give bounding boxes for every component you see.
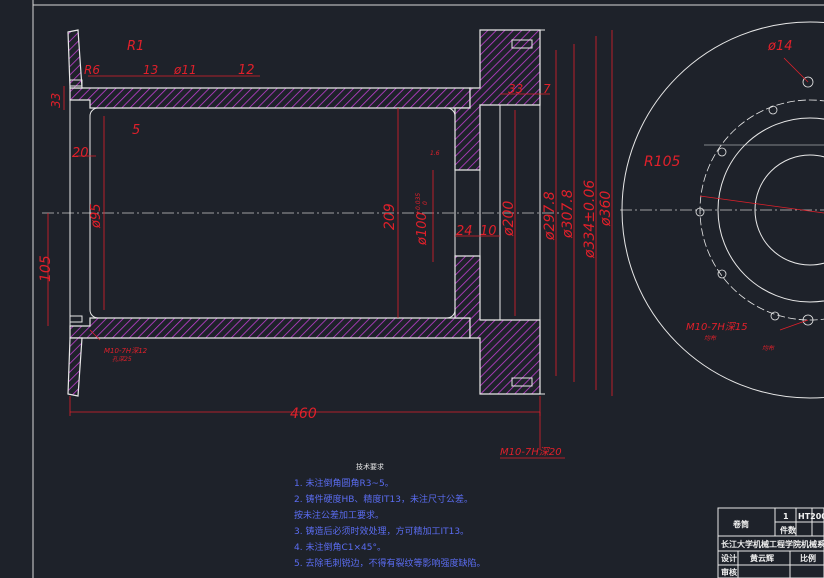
dim-20: 20 [72,146,89,161]
title-block: 卷筒 1 HT200 件数 长江大学机械工程学院机械系 设计 黄云辉 比例 审核 [717,507,824,578]
end-view: ø14 R105 M10-7H深15 均布 均布 [621,21,824,399]
checker-label: 审核 [721,567,737,577]
part-name: 卷筒 [732,519,749,529]
part-qty: 1 [783,512,789,521]
left-flange-top [67,29,83,89]
thread-right-sublabel: 均布 [704,334,717,342]
bottom-wall [69,317,471,339]
dim-33-right: 33 [508,82,523,96]
dim-phi100: ø100 [415,212,430,246]
part-material: HT200 [798,512,824,521]
thread-bottom-label: M10-7H深20 [500,446,562,458]
note-line-6: 5. 去除毛刺锐边，不得有裂纹等影响强度缺陷。 [294,557,485,569]
top-wall [69,87,471,109]
dim-tol-upper: +0.035 [415,193,422,215]
dim-r1: R1 [127,39,144,54]
left-flange-bottom [67,337,83,397]
dim-phi307: ø307.8 [560,189,576,239]
count-label: 件数 [780,525,797,535]
dim-33-left: 33 [49,93,63,108]
centerlines [42,209,824,214]
note-line-5: 4. 未注倒角C1×45°。 [294,541,386,553]
drum-section [67,29,541,397]
designer-label: 设计 [721,553,737,563]
dim-phi200: ø200 [501,201,517,237]
note-line-4: 3. 铸造后必须时效处理，方可精加工IT13。 [294,525,469,537]
bolt-holes [695,76,814,326]
dim-24: 24 [456,224,473,239]
drawing-frame [32,0,824,578]
dim-phi297: ø297.8 [542,191,558,241]
thread-left-sublabel: 孔深25 [112,356,132,363]
dim-5: 5 [132,123,140,138]
scale-label: 比例 [800,553,816,563]
note-line-3: 按未注公差加工要求。 [294,509,384,521]
dim-phi334: ø334±0.06 [582,180,598,259]
note-line-1: 1. 未注倒角圆角R3~5。 [294,477,394,489]
dim-phi11: ø11 [173,63,197,77]
designer-name: 黄云辉 [750,553,774,563]
technical-notes: 技术要求 1. 未注倒角圆角R3~5。 2. 铸件硬度HB、精度IT13，未注尺… [294,462,485,569]
school-name: 长江大学机械工程学院机械系 [721,539,824,549]
dim-12: 12 [238,63,255,78]
dim-phi14: ø14 [767,39,793,54]
thread-right-label: M10-7H深15 [686,321,748,333]
dim-105: 105 [38,255,54,282]
dim-7: 7 [543,82,551,96]
thread-left-label: M10-7H深12 [104,347,148,355]
dim-r6: R6 [84,63,100,77]
internal-outline [69,29,545,395]
note-line-2: 2. 铸件硬度HB、精度IT13，未注尺寸公差。 [294,493,473,505]
dim-209: 209 [382,203,398,230]
dim-10: 10 [480,224,497,239]
dimension-lines [47,30,613,459]
dim-tol-lower: 0 [422,201,429,205]
dim-phi360: ø360 [598,191,614,227]
right-small-label: 均布 [762,344,775,352]
roughness-label: 1.6 [430,150,440,157]
dim-r105: R105 [644,154,681,170]
notes-title: 技术要求 [356,462,384,471]
dim-460: 460 [290,406,317,422]
dim-phi95: ø95 [89,204,104,230]
dimension-texts: R1 R6 13 ø11 12 33 5 20 ø95 105 209 ø100… [38,39,614,458]
dim-13: 13 [143,63,158,77]
